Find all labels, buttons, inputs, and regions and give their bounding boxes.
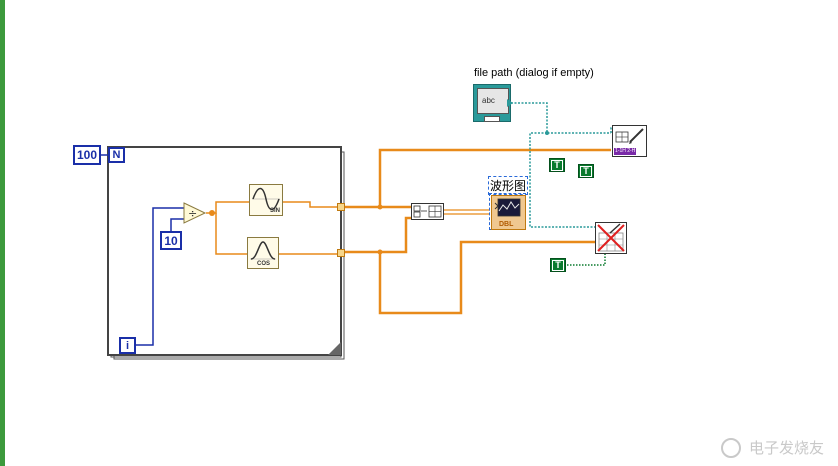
sine-label: SIN <box>269 208 280 214</box>
for-loop-frame[interactable] <box>107 146 342 356</box>
divisor-constant[interactable]: 10 <box>160 231 182 250</box>
sine-function[interactable]: SIN <box>249 184 283 216</box>
junction-dot <box>377 249 383 255</box>
loop-count-value: 100 <box>76 148 98 162</box>
iteration-terminal-label: i <box>125 339 130 352</box>
sine-wave-icon <box>252 187 280 211</box>
divide-icon: ÷ <box>188 207 197 220</box>
true-constant[interactable]: T <box>578 164 594 178</box>
file-path-label: file path (dialog if empty) <box>474 67 594 79</box>
build-array-function[interactable] <box>411 203 444 220</box>
divisor-constant-value: 10 <box>164 233 178 248</box>
true-constant[interactable]: T <box>549 158 565 172</box>
graph-type-label: DBL <box>499 221 514 228</box>
loop-count-constant[interactable]: 100 <box>73 145 101 165</box>
path-control-text: abc <box>482 96 495 105</box>
write-spreadsheet-function[interactable]: 1-1H 2-H <box>612 125 647 157</box>
junction-dot <box>545 131 549 135</box>
watermark-text: 电子发烧友 <box>748 438 824 457</box>
file-path-control[interactable]: abc <box>473 84 511 122</box>
true-constant[interactable]: T <box>550 258 566 272</box>
path-output-arrow-icon <box>507 99 513 107</box>
junction-dot <box>377 204 383 210</box>
waveform-graph-terminal[interactable]: DBL <box>491 195 526 230</box>
build-array-icon <box>413 205 442 218</box>
spreadsheet-write-icon <box>615 128 644 144</box>
path-control-face: abc <box>477 88 509 114</box>
for-loop-resize-corner[interactable] <box>328 342 341 355</box>
write-file-function[interactable] <box>595 222 627 254</box>
iteration-wire[interactable] <box>136 207 184 346</box>
watermark-logo-icon <box>721 438 742 458</box>
loop-count-terminal-label: N <box>112 149 121 161</box>
file-path-wire-branch[interactable] <box>529 132 597 228</box>
boolean-wire[interactable] <box>567 252 606 266</box>
junction-dot <box>209 210 215 216</box>
path-control-slot <box>484 116 500 122</box>
watermark: 电子发烧友 <box>721 437 824 458</box>
graph-icon <box>494 198 521 217</box>
cosine-wave-icon <box>250 241 276 260</box>
write-vi-caption: 1-1H 2-H <box>614 148 637 155</box>
divisor-wire[interactable] <box>170 218 184 232</box>
waveform-graph-terminal-selection[interactable]: DBL <box>489 193 526 230</box>
window-edge-bar <box>0 0 5 466</box>
cos-to-write-wire[interactable] <box>378 240 595 315</box>
true-constant-label: T <box>551 159 563 171</box>
loop-count-terminal[interactable]: N <box>108 147 125 163</box>
sin-output-wire[interactable] <box>283 201 338 208</box>
divide-function[interactable]: ÷ <box>183 202 207 224</box>
cos-to-build-wire[interactable] <box>380 216 411 254</box>
disabled-write-icon <box>597 223 625 252</box>
sin-to-write-wire[interactable] <box>378 148 611 207</box>
sin-output-tunnel[interactable] <box>337 203 345 211</box>
wire-to-cos[interactable] <box>215 213 247 255</box>
graph-label[interactable]: 波形图 <box>488 176 529 195</box>
true-constant-label: T <box>552 259 564 271</box>
cos-output-tunnel[interactable] <box>337 249 345 257</box>
true-constant-label: T <box>580 165 592 177</box>
cosine-label: COS <box>257 261 271 267</box>
file-path-wire[interactable] <box>511 102 611 134</box>
iteration-terminal[interactable]: i <box>119 337 136 354</box>
cosine-function[interactable]: COS <box>247 237 279 269</box>
